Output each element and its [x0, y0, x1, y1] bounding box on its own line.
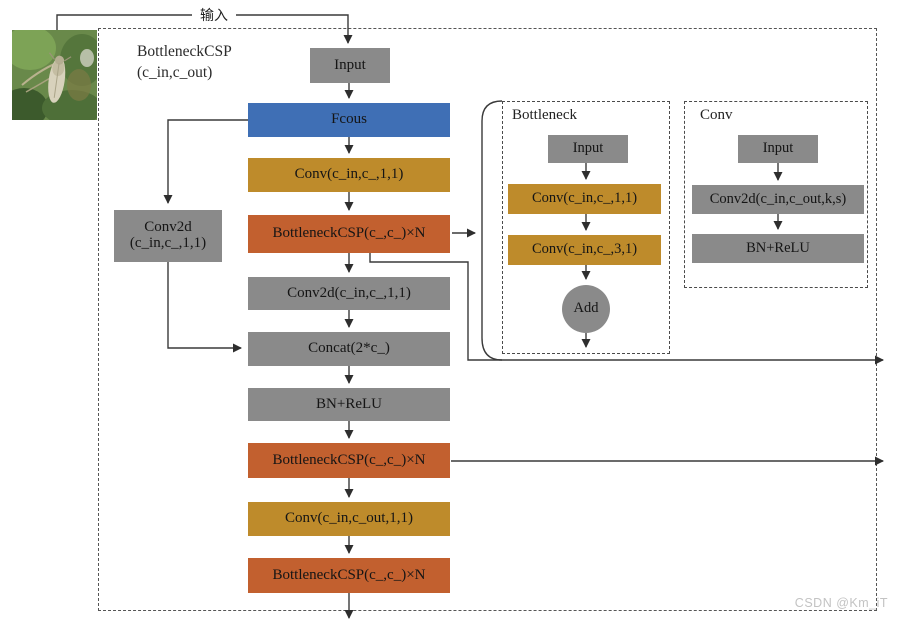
bottleneck-add: Add [562, 285, 610, 333]
watermark: CSDN @Km_iT [794, 596, 888, 610]
bottleneck-conv2: Conv(c_in,c_,3,1) [508, 235, 661, 265]
bottleneck-panel-frame [502, 101, 670, 354]
node-bottleneckcsp-2: BottleneckCSP(c_,c_)×N [248, 443, 450, 478]
side-conv2d-line2: (c_in,c_,1,1) [129, 235, 207, 251]
bottleneck-panel-title: Bottleneck [512, 107, 577, 123]
node-bottleneckcsp-1: BottleneckCSP(c_,c_)×N [248, 215, 450, 253]
input-cn-label: 输入 [192, 4, 236, 25]
outer-title-line1: BottleneckCSP [137, 43, 232, 60]
outer-frame-title: BottleneckCSP (c_in,c_out) [137, 42, 232, 84]
bottleneck-conv1: Conv(c_in,c_,1,1) [508, 184, 661, 214]
outer-title-line2: (c_in,c_out) [137, 63, 213, 81]
node-concat: Concat(2*c_) [248, 332, 450, 366]
node-input: Input [310, 48, 390, 83]
side-conv2d-line1: Conv2d [144, 219, 192, 236]
conv-panel-frame [684, 101, 868, 288]
conv-panel-input: Input [738, 135, 818, 163]
insect-photo-art [12, 30, 97, 120]
node-bn-relu: BN+ReLU [248, 388, 450, 421]
node-side-conv2d: Conv2d (c_in,c_,1,1) [114, 210, 222, 262]
conv-panel-title: Conv [700, 107, 733, 123]
bottleneck-input: Input [548, 135, 628, 163]
node-conv2d: Conv2d(c_in,c_,1,1) [248, 277, 450, 310]
node-conv1: Conv(c_in,c_,1,1) [248, 158, 450, 192]
node-focus: Fcous [248, 103, 450, 137]
node-conv-out: Conv(c_in,c_out,1,1) [248, 502, 450, 536]
conv-panel-conv2d: Conv2d(c_in,c_out,k,s) [692, 185, 864, 214]
conv-panel-bn: BN+ReLU [692, 234, 864, 263]
node-bottleneckcsp-3: BottleneckCSP(c_,c_)×N [248, 558, 450, 593]
insect-photo [12, 30, 97, 120]
